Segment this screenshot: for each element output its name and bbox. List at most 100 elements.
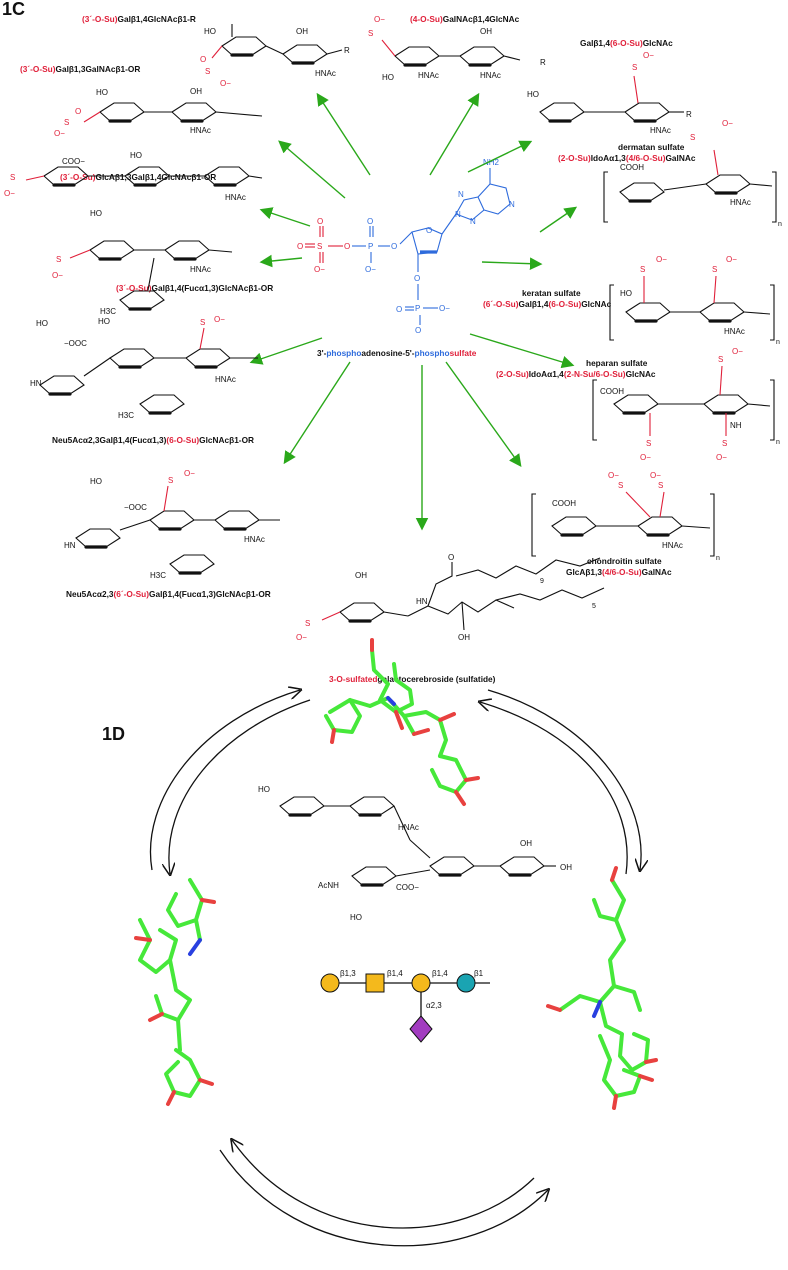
s5-label: (3´-O-Su)GlcAβ1,3Galβ1,4GlcNAcβ1-OR: [60, 172, 216, 182]
s10-ominus: O−: [722, 119, 733, 128]
s10-nhac: HNAc: [730, 198, 751, 207]
adenine-nh2: NH2: [483, 158, 500, 167]
center-ho-bottom: HO: [350, 913, 362, 922]
s3-oh: OH: [190, 87, 202, 96]
green-arrows: [249, 92, 578, 531]
phosphate2-o-minus: O−: [439, 304, 450, 313]
phosphate2-o: O: [396, 305, 402, 314]
s13-s1: S: [618, 481, 623, 490]
sulfate-s: S: [317, 242, 322, 251]
equilibrium-arrows: [149, 690, 641, 1247]
s10-cooh: COOH: [620, 163, 644, 172]
center-nhac: HNAc: [398, 823, 419, 832]
s12-label: (2-O-Su)IdoAα1,4(2-N-Su/6-O-Su)GlcNAc: [496, 369, 656, 379]
center-oh-end: OH: [560, 863, 572, 872]
sulfate-o-minus: O−: [314, 265, 325, 274]
arrow-to-s2: [429, 92, 480, 176]
s11-label: (6´-O-Su)Galβ1,4(6-O-Su)GlcNAc: [483, 299, 612, 309]
s12-nh: NH: [730, 421, 742, 430]
s6-label: (3´-O-Su)Galβ1,4(Fucα1,3)GlcNAcβ1-OR: [116, 283, 273, 293]
s8-s: S: [168, 476, 173, 485]
phosphate2-p: P: [415, 304, 420, 313]
s12-s1: S: [718, 355, 723, 364]
s9-ominus: O−: [296, 633, 307, 642]
center-oh-top: OH: [520, 839, 532, 848]
s11-s2: S: [712, 265, 717, 274]
snfg-link-5: α2,3: [426, 1001, 442, 1010]
s6-ho-fuc: HO: [98, 317, 110, 326]
s10-label: (2-O-Su)IdoAα1,3(4/6-O-Su)GalNAc: [558, 153, 696, 163]
s1-label: (3´-O-Su)Galβ1,4GlcNAcβ1-R: [82, 14, 196, 24]
s11-ho: HO: [620, 289, 632, 298]
s10-s: S: [690, 133, 695, 142]
arrow-to-s11: [481, 257, 543, 270]
s8-ominus: O−: [184, 469, 195, 478]
s11-ominus2: O−: [726, 255, 737, 264]
adenine-n1: N: [509, 200, 515, 209]
structure-s9: 3-O-sulfatedgalactocerebroside (sulfatid…: [296, 553, 605, 684]
s3-o: O: [75, 107, 81, 116]
s10-title: dermatan sulfate: [618, 142, 685, 152]
s12-ominus3: O−: [716, 453, 727, 462]
s13-ominus2: O−: [650, 471, 661, 480]
structure-s13: chondroitin sulfate GlcAβ1,3(4/6-O-Su)Ga…: [531, 471, 720, 577]
structure-s2: (4-O-Su)GalNAcβ1,4GlcNAc S O− HO HNAc HN…: [368, 14, 546, 82]
s5-ominus: O−: [4, 189, 15, 198]
s4-ominus: O−: [643, 51, 654, 60]
s5-ho: HO: [130, 151, 142, 160]
s2-label: (4-O-Su)GalNAcβ1,4GlcNAc: [410, 14, 520, 24]
galnac-square: [365, 973, 385, 993]
s1-ominus: O−: [220, 79, 231, 88]
arrow-to-s13: [445, 361, 522, 468]
phosphate2-o-bottom: O: [415, 326, 421, 335]
adenine-n9: N: [455, 210, 461, 219]
s8-nhac: HNAc: [244, 535, 265, 544]
arrow-to-s5: [259, 207, 311, 227]
s12-n: n: [776, 439, 780, 446]
s12-title: heparan sulfate: [586, 358, 648, 368]
s2-s: S: [368, 29, 373, 38]
stick-model-right: [546, 866, 658, 1110]
snfg-link-2: β1,4: [387, 969, 403, 978]
s13-title: chondroitin sulfate: [587, 556, 662, 566]
arrow-to-s12: [469, 333, 575, 369]
s9-sub-5: 5: [592, 603, 596, 610]
sulfate-o-bridge: O: [344, 242, 350, 251]
s1-r: R: [344, 46, 350, 55]
s6-ho: HO: [90, 209, 102, 218]
s2-ho: HO: [382, 73, 394, 82]
arrow-to-s1: [316, 92, 371, 176]
s13-s2: S: [658, 481, 663, 490]
ribose-o: O: [426, 226, 432, 235]
s3-label: (3´-O-Su)Galβ1,3GalNAcβ1-OR: [20, 64, 140, 74]
s4-s: S: [632, 63, 637, 72]
s1-ho: HO: [204, 27, 216, 36]
s1-oh: OH: [296, 27, 308, 36]
phosphate-o-ester: O: [391, 242, 397, 251]
s2-oh: OH: [480, 27, 492, 36]
s8-ooc: −OOC: [124, 503, 147, 512]
adenine-n7: N: [458, 190, 464, 199]
center-chemical-structure: HO HNAc AcNH COO− OH OH HO: [258, 785, 572, 922]
gal-circle-1: [320, 973, 340, 993]
s6-nhac: HNAc: [190, 265, 211, 274]
structure-s1: (3´-O-Su)Galβ1,4GlcNAcβ1-R HO HNAc R OH …: [82, 14, 350, 88]
structure-s5: (3´-O-Su)GlcAβ1,3Galβ1,4GlcNAcβ1-OR S O−…: [4, 151, 263, 202]
s9-oh-top: OH: [355, 571, 367, 580]
s9-o-amide: O: [448, 553, 454, 562]
s2-r: R: [540, 58, 546, 67]
s11-n: n: [776, 339, 780, 346]
s10-n: n: [778, 221, 782, 228]
s1-s: S: [205, 67, 210, 76]
s12-s3: S: [722, 439, 727, 448]
s8-label: Neu5Acα2,3(6´-O-Su)Galβ1,4(Fucα1,3)GlcNA…: [66, 589, 271, 599]
s7-ho: HO: [36, 319, 48, 328]
glc-circle: [456, 973, 476, 993]
s9-s: S: [305, 619, 310, 628]
structure-s7: Neu5Acα2,3Galβ1,4(Fucα1,3)(6-O-Su)GlcNAc…: [30, 315, 258, 445]
s7-ooc: −OOC: [64, 339, 87, 348]
s13-label: GlcAβ1,3(4/6-O-Su)GalNAc: [566, 567, 672, 577]
s4-nhac: HNAc: [650, 126, 671, 135]
center-acnh: AcNH: [318, 881, 339, 890]
